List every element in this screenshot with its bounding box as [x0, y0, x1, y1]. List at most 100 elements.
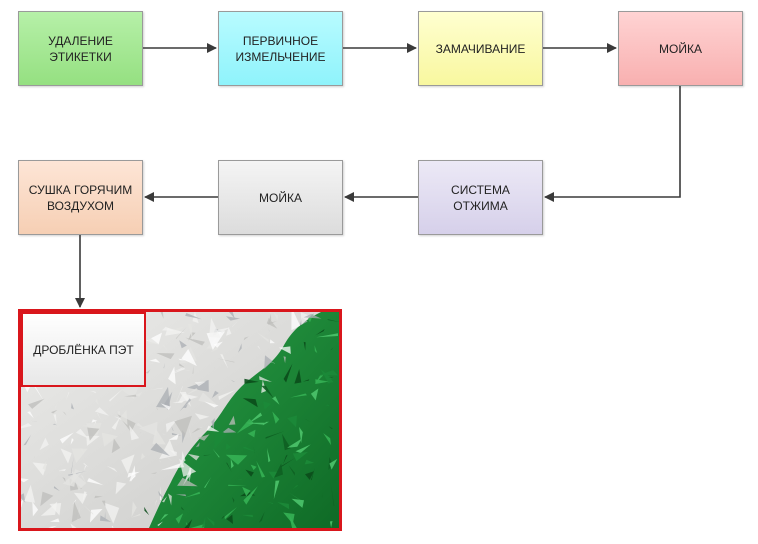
- flake: [42, 460, 47, 472]
- flake: [214, 426, 227, 449]
- flake: [194, 381, 206, 387]
- flake: [58, 469, 66, 471]
- flake: [326, 379, 334, 384]
- flake: [187, 323, 193, 341]
- flake: [226, 462, 232, 473]
- flake: [274, 463, 283, 478]
- step-text: ПЕРВИЧНОЕ: [242, 33, 319, 48]
- flake: [314, 345, 318, 354]
- flake: [111, 525, 114, 528]
- flake: [173, 386, 183, 409]
- step-text: ЭТИКЕТКИ: [49, 49, 112, 64]
- flake: [206, 516, 215, 527]
- flake: [160, 462, 185, 471]
- flake: [40, 501, 58, 516]
- flake: [131, 501, 137, 518]
- flake: [244, 378, 259, 384]
- flake: [294, 369, 302, 384]
- flake: [206, 425, 220, 432]
- flake: [58, 468, 61, 473]
- flake: [329, 521, 333, 528]
- flake: [156, 353, 175, 360]
- flake: [316, 333, 338, 338]
- flake: [97, 412, 102, 421]
- flake: [157, 521, 163, 526]
- flake: [256, 332, 269, 343]
- flake: [213, 341, 223, 348]
- flake: [162, 496, 167, 503]
- flake: [325, 404, 330, 406]
- flake: [175, 494, 187, 497]
- flake: [195, 442, 200, 448]
- pet-flakes-photo: ДРОБЛЁНКА ПЭТ: [18, 309, 342, 531]
- flake: [175, 513, 184, 524]
- flake: [184, 491, 200, 498]
- flake: [111, 438, 121, 454]
- flake: [189, 429, 193, 442]
- flake: [303, 341, 306, 351]
- flake: [243, 421, 253, 425]
- flake: [243, 486, 258, 505]
- flake: [242, 398, 258, 408]
- flake: [187, 453, 200, 461]
- flake: [230, 458, 234, 469]
- flake: [331, 486, 335, 507]
- flake: [27, 411, 34, 419]
- flake: [23, 434, 32, 446]
- flake: [226, 514, 233, 524]
- flake: [32, 501, 39, 517]
- flake: [179, 391, 192, 407]
- flake: [217, 358, 235, 363]
- flake: [21, 478, 29, 483]
- flake: [273, 480, 280, 500]
- flake: [204, 401, 219, 408]
- step-text: ОТЖИМА: [453, 198, 508, 213]
- flake: [136, 422, 146, 429]
- flake: [204, 477, 212, 488]
- flake: [287, 415, 297, 428]
- flake: [220, 354, 229, 369]
- arrow-4-7: [544, 86, 681, 202]
- flake: [185, 313, 202, 320]
- flake: [94, 495, 103, 499]
- flake: [54, 403, 58, 411]
- flake: [165, 420, 177, 433]
- flake: [53, 486, 60, 492]
- flake: [124, 394, 137, 397]
- flake: [159, 439, 176, 460]
- flake: [266, 312, 274, 314]
- flake: [212, 390, 219, 398]
- flake: [163, 362, 165, 369]
- flake: [209, 317, 221, 338]
- flake: [250, 464, 257, 471]
- flake: [258, 511, 265, 523]
- step-text: ВОЗДУХОМ: [46, 198, 114, 213]
- flake: [303, 313, 322, 319]
- result-label: ДРОБЛЁНКА ПЭТ: [21, 312, 146, 387]
- flake: [192, 365, 194, 374]
- flake: [292, 484, 298, 489]
- flake: [21, 423, 32, 429]
- flake: [161, 326, 175, 331]
- flake: [173, 326, 185, 331]
- flake: [70, 438, 74, 445]
- flake: [21, 499, 24, 508]
- flake: [150, 472, 158, 474]
- flake: [111, 417, 120, 430]
- flake: [51, 409, 58, 414]
- flake: [87, 427, 100, 441]
- flake: [84, 465, 87, 471]
- flake: [81, 425, 88, 427]
- flake: [144, 506, 150, 516]
- flake: [266, 501, 274, 504]
- flake: [277, 502, 290, 510]
- flake: [145, 369, 151, 374]
- flake: [139, 431, 142, 434]
- flake: [226, 326, 232, 336]
- flake: [330, 347, 334, 351]
- flake: [329, 458, 338, 470]
- flake: [154, 499, 157, 507]
- step-text: СУШКА ГОРЯЧИМ: [28, 182, 133, 197]
- flake: [101, 432, 118, 447]
